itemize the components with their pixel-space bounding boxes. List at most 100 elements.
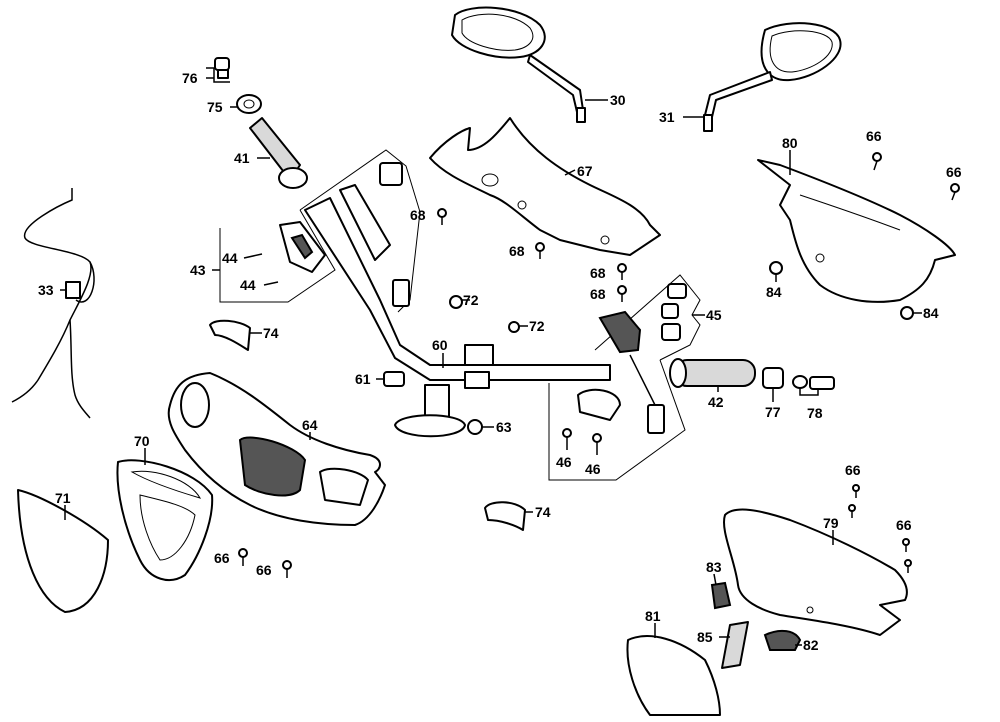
nut-63	[467, 419, 483, 435]
cable-clamp-upper	[209, 319, 251, 351]
right-grip-42	[669, 358, 756, 388]
svg-text:70: 70	[134, 433, 150, 449]
lower-cover-64	[167, 372, 386, 526]
svg-text:60: 60	[432, 337, 448, 353]
handlebar-60	[304, 197, 611, 438]
part-label-30: 30	[585, 92, 626, 108]
grip-end-77	[762, 367, 784, 389]
svg-text:68: 68	[590, 286, 606, 302]
screw-66-f	[902, 538, 912, 573]
svg-text:78: 78	[807, 405, 823, 421]
screw-66-e	[848, 484, 860, 518]
screw-72-b	[508, 321, 520, 333]
nut-84-b	[900, 306, 914, 320]
svg-text:80: 80	[782, 135, 798, 151]
svg-text:85: 85	[697, 629, 713, 645]
part-label-66a: 66	[866, 128, 882, 144]
part-label-66f: 66	[896, 517, 912, 533]
svg-text:45: 45	[706, 307, 722, 323]
part-label-66e: 66	[845, 462, 861, 478]
grip-end-bolt-78	[792, 375, 835, 390]
cable-clamp-lower	[484, 501, 526, 531]
part-label-42: 42	[708, 386, 724, 410]
part-label-84b: 84	[913, 305, 939, 321]
bracket-83	[710, 581, 732, 610]
part-label-66b: 66	[946, 164, 962, 180]
cover-81	[626, 635, 721, 716]
grip-end-weight	[236, 94, 262, 114]
svg-text:30: 30	[610, 92, 626, 108]
part-label-46a: 46	[556, 454, 572, 470]
screw-66-b	[950, 183, 960, 201]
svg-text:46: 46	[585, 461, 601, 477]
part-label-66c: 66	[214, 550, 230, 566]
svg-text:31: 31	[659, 109, 675, 125]
part-label-75: 75	[207, 99, 238, 115]
svg-text:75: 75	[207, 99, 223, 115]
part-label-82: 82	[795, 637, 819, 653]
svg-text:61: 61	[355, 371, 371, 387]
svg-text:33: 33	[38, 282, 54, 298]
part-label-43: 43	[190, 262, 220, 278]
part-label-31: 31	[659, 109, 704, 125]
switch-group-45-outline	[548, 274, 701, 481]
headlight-housing-70	[116, 459, 214, 581]
part-label-70: 70	[134, 433, 150, 465]
screw-68-b	[535, 242, 545, 259]
svg-text:44: 44	[222, 250, 238, 266]
part-label-66d: 66	[256, 562, 272, 578]
throttle-cable	[11, 188, 95, 419]
svg-text:46: 46	[556, 454, 572, 470]
screw-68-c	[617, 263, 627, 280]
part-label-68b: 68	[509, 243, 525, 259]
part-label-84a: 84	[766, 274, 782, 300]
lens-71	[17, 489, 109, 613]
svg-text:82: 82	[803, 637, 819, 653]
svg-text:68: 68	[590, 265, 606, 281]
part-label-78: 78	[799, 388, 823, 421]
mirror-left	[451, 6, 586, 123]
svg-text:77: 77	[765, 404, 781, 420]
svg-text:44: 44	[240, 277, 256, 293]
part-label-61: 61	[355, 371, 384, 387]
bracket-82	[763, 629, 802, 651]
svg-text:79: 79	[823, 515, 839, 531]
svg-text:42: 42	[708, 394, 724, 410]
part-label-68c: 68	[590, 265, 606, 281]
front-cover-67	[429, 117, 661, 256]
screw-66-d	[282, 560, 292, 578]
svg-text:64: 64	[302, 417, 318, 433]
svg-text:84: 84	[923, 305, 939, 321]
svg-text:72: 72	[529, 318, 545, 334]
nut-84-a	[769, 261, 783, 275]
part-label-41: 41	[234, 150, 270, 166]
part-label-76: 76	[182, 67, 230, 86]
part-label-68d: 68	[590, 286, 606, 302]
part-label-72b: 72	[519, 318, 545, 334]
svg-text:43: 43	[190, 262, 206, 278]
svg-text:84: 84	[766, 284, 782, 300]
part-label-81: 81	[645, 608, 661, 638]
svg-text:71: 71	[55, 490, 71, 506]
part-label-79: 79	[823, 515, 839, 545]
screw-68-a	[437, 208, 447, 225]
svg-text:74: 74	[535, 504, 551, 520]
screw-68-d	[617, 285, 627, 302]
part-label-60: 60	[432, 337, 448, 368]
screw-46-b	[592, 433, 602, 455]
part-label-45: 45	[692, 307, 722, 323]
part-label-85: 85	[697, 629, 730, 645]
svg-text:74: 74	[263, 325, 279, 341]
handlebar-cover-79	[723, 508, 908, 636]
mirror-right	[703, 22, 842, 132]
svg-text:66: 66	[896, 517, 912, 533]
svg-text:68: 68	[410, 207, 426, 223]
part-label-68a: 68	[410, 207, 426, 223]
svg-text:68: 68	[509, 243, 525, 259]
part-label-77: 77	[765, 388, 781, 420]
svg-text:72: 72	[463, 292, 479, 308]
svg-text:67: 67	[577, 163, 593, 179]
bracket-85	[721, 621, 749, 669]
svg-text:83: 83	[706, 559, 722, 575]
